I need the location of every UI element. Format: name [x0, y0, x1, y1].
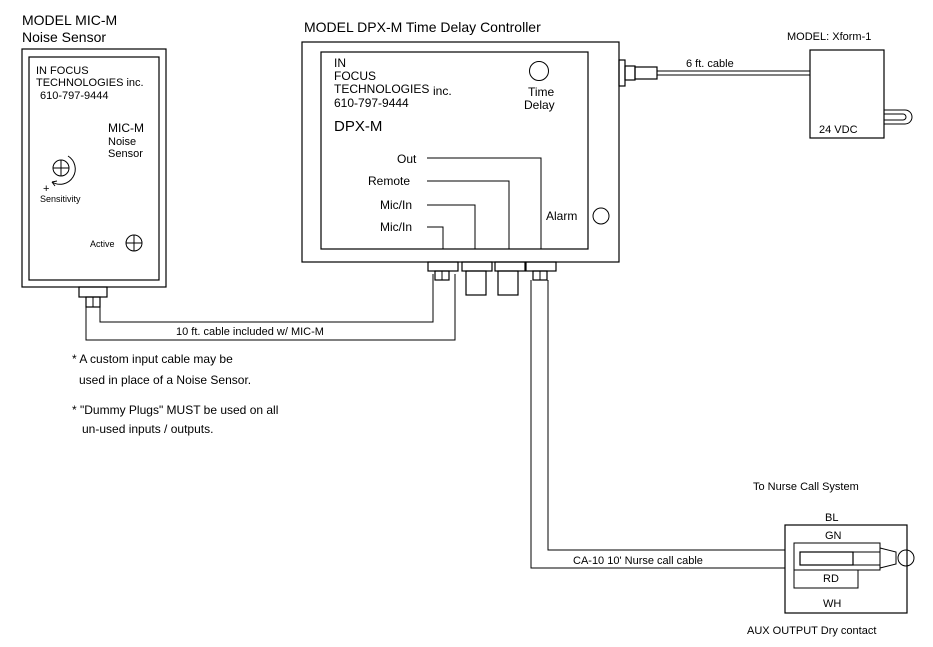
mic-m-label-line1: MIC-M [108, 121, 144, 135]
mic-m-company-line1: IN FOCUS [36, 65, 89, 77]
nurse-cable-outer [530, 280, 785, 569]
note2-line1: * "Dummy Plugs" MUST be used on all [72, 403, 278, 417]
wire-rd-label: RD [823, 573, 839, 585]
alarm-icon [592, 207, 610, 225]
mic-in-1-internal-wire [427, 204, 476, 249]
transformer-prongs [884, 109, 913, 125]
power-cable-label: 6 ft. cable [686, 58, 734, 70]
out-internal-wire [427, 157, 542, 249]
mic-cable-label: 10 ft. cable included w/ MIC-M [176, 326, 324, 338]
dpx-m-company-line1: IN [334, 56, 346, 70]
alarm-label: Alarm [546, 209, 577, 223]
dpx-m-header: MODEL DPX-M Time Delay Controller [304, 19, 541, 35]
power-cable [657, 70, 810, 76]
dpx-m-company-line2: FOCUS [334, 69, 376, 83]
port-mic-in-1-label: Mic/In [380, 198, 412, 212]
dpx-m-phone: 610-797-9444 [334, 96, 409, 110]
transformer-voltage: 24 VDC [819, 124, 858, 136]
mic-m-label-line3: Sensor [108, 148, 143, 160]
mic-cable-inner [99, 274, 434, 323]
dpx-m-model-label: DPX-M [334, 118, 382, 135]
nurse-cable-label: CA-10 10' Nurse call cable [573, 555, 703, 567]
time-delay-line1: Time [528, 85, 555, 99]
port-mic-in-2-label: Mic/In [380, 220, 412, 234]
dpx-m-company-suffix: inc. [433, 84, 452, 98]
nurse-call-box [784, 524, 908, 614]
nurse-call-footer: AUX OUTPUT Dry contact [747, 625, 876, 637]
port-remote-label: Remote [368, 174, 410, 188]
wire-gn-label: GN [825, 530, 842, 542]
sensitivity-knob[interactable] [51, 155, 76, 187]
nurse-call-plug [793, 542, 915, 589]
sensitivity-label: Sensitivity [40, 194, 81, 204]
time-delay-line2: Delay [524, 98, 555, 112]
transformer-box [809, 49, 885, 139]
power-plug [624, 65, 636, 81]
mic-m-connector [78, 286, 108, 298]
wire-wh-label: WH [823, 598, 841, 610]
wire-bl-label: BL [825, 512, 838, 524]
dpx-m-company-line3: TECHNOLOGIES [334, 82, 429, 96]
mic-m-header-line2: Noise Sensor [22, 29, 106, 45]
sensitivity-plus-sign: + [43, 183, 49, 195]
note1-line2: used in place of a Noise Sensor. [79, 373, 251, 387]
mic-m-inner-box [28, 56, 160, 281]
note1-line1: * A custom input cable may be [72, 352, 233, 366]
dpx-m-jacks [427, 261, 557, 296]
mic-cable-outer [85, 274, 456, 341]
power-jack [618, 59, 626, 87]
time-delay-knob[interactable] [529, 61, 549, 81]
mic-m-company-line2: TECHNOLOGIES inc. [36, 77, 144, 89]
active-led-icon [125, 234, 143, 252]
dpx-m-outer-box [301, 41, 620, 263]
nurse-call-header: To Nurse Call System [753, 481, 859, 493]
remote-internal-wire [427, 180, 510, 249]
active-label: Active [90, 239, 115, 249]
mic-m-label-line2: Noise [108, 136, 136, 148]
nurse-cable-inner [547, 280, 785, 551]
mic-m-phone: 610-797-9444 [40, 90, 109, 102]
dpx-m-inner-box [320, 51, 589, 250]
mic-in-2-internal-wire [427, 226, 444, 249]
mic-m-header-line1: MODEL MIC-M [22, 12, 117, 28]
power-plug-body [634, 66, 658, 80]
note2-line2: un-used inputs / outputs. [82, 422, 213, 436]
port-out-label: Out [397, 152, 417, 166]
transformer-header: MODEL: Xform-1 [787, 31, 871, 43]
